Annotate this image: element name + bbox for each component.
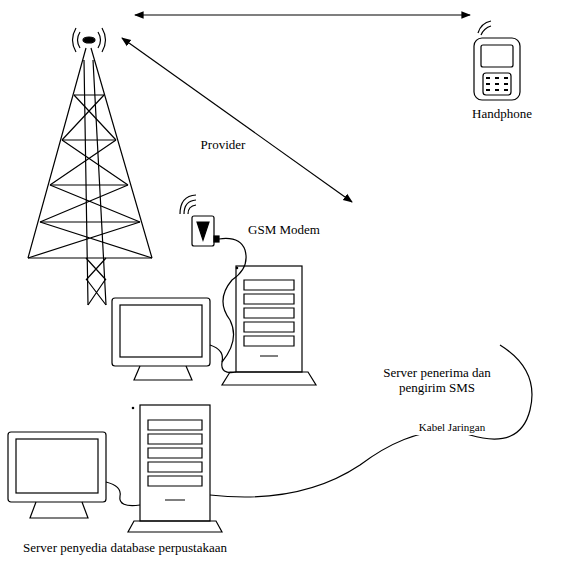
handphone-symbol bbox=[474, 21, 520, 100]
database-server-computer bbox=[8, 405, 222, 532]
tower-symbol bbox=[28, 28, 152, 305]
radio-link-arrow bbox=[135, 14, 470, 15]
server-label: Server penyedia database perpustakaan bbox=[20, 540, 230, 555]
phone-label: Handphone bbox=[462, 106, 542, 121]
network-cable bbox=[210, 345, 532, 497]
cable-label: Kabel Jaringan bbox=[404, 420, 500, 435]
sms-server-computer bbox=[112, 266, 316, 385]
tower-label: Provider bbox=[193, 137, 253, 152]
radio-link-arrow bbox=[122, 38, 352, 202]
modem-label: GSM Modem bbox=[244, 222, 324, 237]
server-label: Server penerima dan pengirim SMS bbox=[382, 365, 492, 395]
